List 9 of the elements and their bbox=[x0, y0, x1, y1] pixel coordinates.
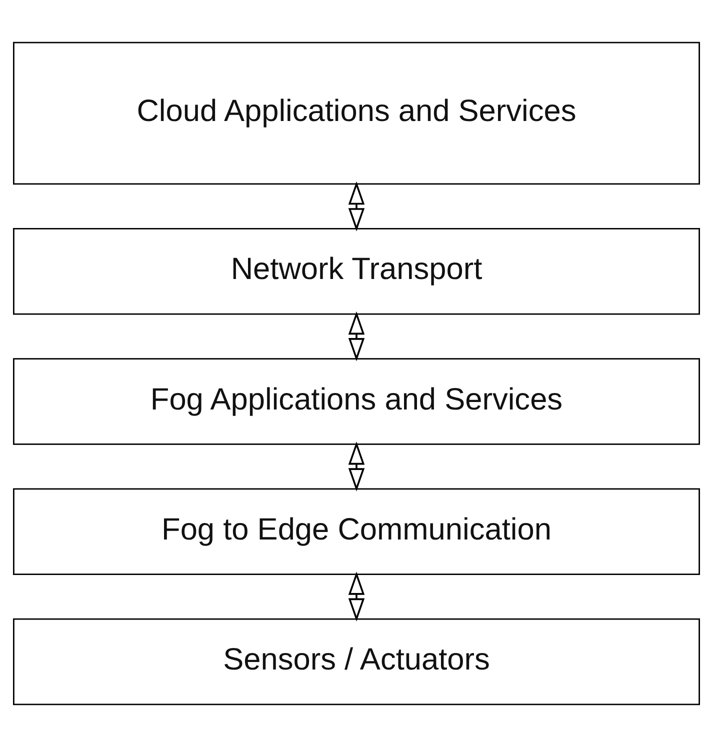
arrow bbox=[348, 180, 365, 231]
arrow bbox=[348, 310, 365, 361]
node-box: Fog to Edge Communication bbox=[13, 488, 700, 574]
arrow bbox=[348, 571, 365, 622]
arrow bbox=[348, 440, 365, 491]
node-box: Fog Applications and Services bbox=[13, 358, 700, 444]
node-box: Cloud Applications and Services bbox=[13, 41, 700, 184]
node-box: Sensors / Actuators bbox=[13, 618, 700, 705]
node-box: Network Transport bbox=[13, 227, 700, 314]
